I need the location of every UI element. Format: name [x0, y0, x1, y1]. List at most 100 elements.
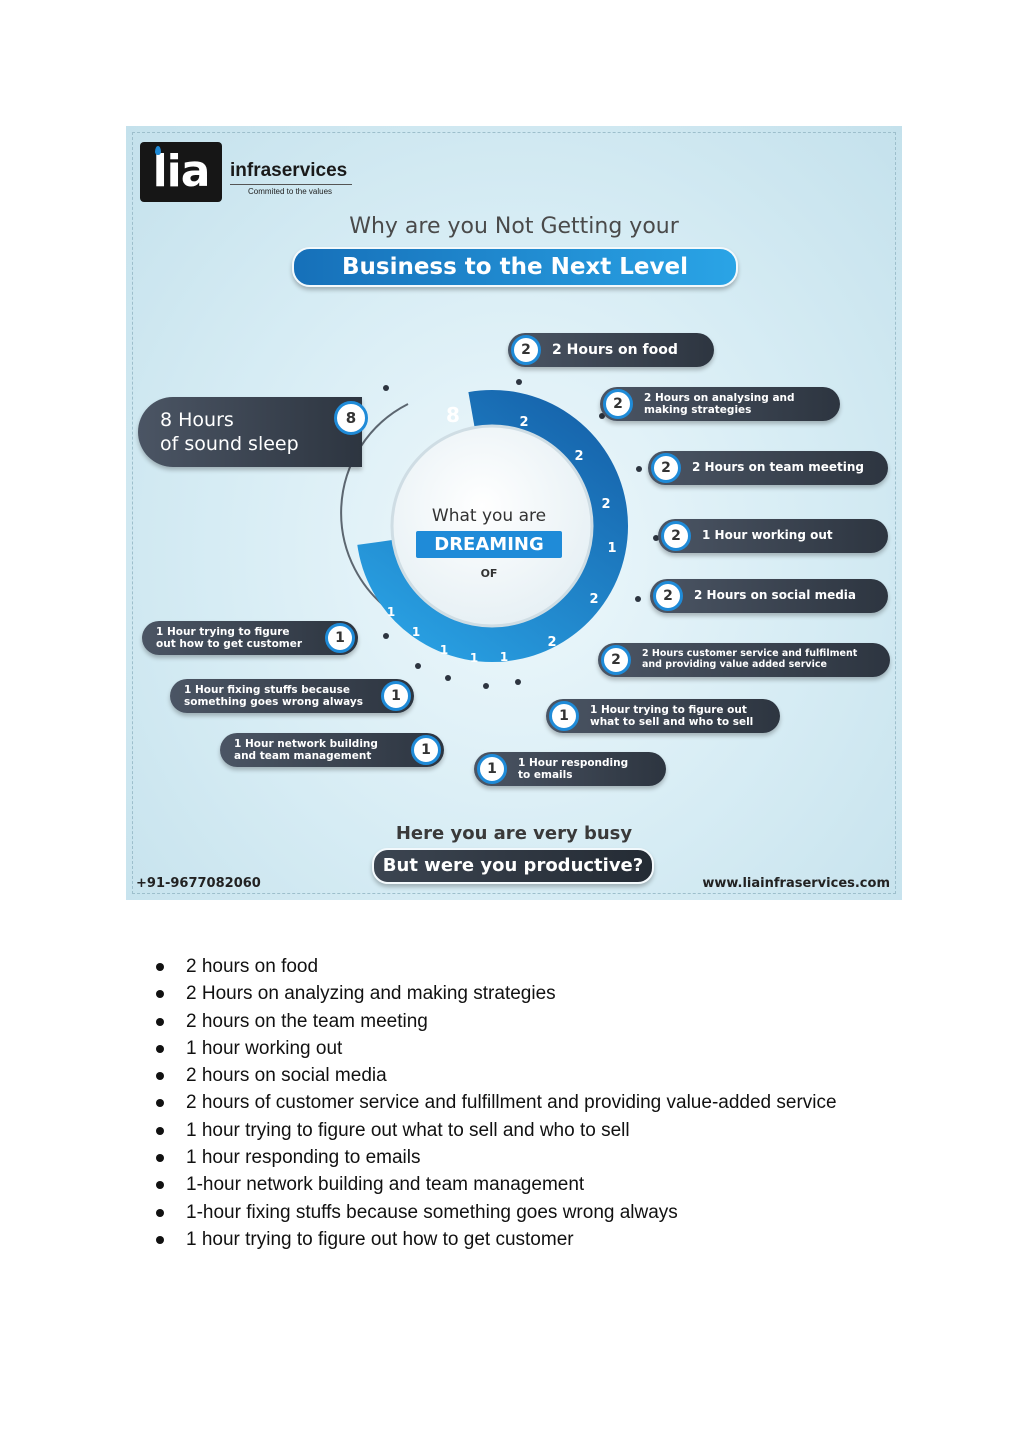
logo-tagline: Commited to the values: [248, 187, 333, 196]
activity-label-line2: to emails: [518, 769, 573, 781]
activity-pill-customer-service: 2 2 Hours customer service and fulfilmen…: [598, 643, 890, 677]
activity-label: 2 Hours on food: [552, 341, 678, 358]
logo-name: infraservices: [230, 160, 348, 181]
list-item-text: 1 hour responding to emails: [186, 1147, 421, 1169]
activity-label: 2 Hours on social media: [694, 588, 857, 603]
time-wheel: 8 2 2 2 1 2 2 1 1 1 1 1: [340, 379, 659, 689]
inner-disc: [390, 424, 594, 628]
list-item-text: 1-hour network building and team managem…: [186, 1174, 585, 1196]
activity-label-line1: 1 Hour network building: [234, 737, 378, 750]
hours-badge: 1: [477, 754, 507, 784]
activity-label: 2 Hours on team meeting: [692, 460, 864, 475]
bullet-icon: [156, 1072, 164, 1081]
logo-drop-icon: [155, 146, 161, 155]
list-item-text: 2 hours of customer service and fulfillm…: [186, 1092, 837, 1114]
wheel-number: 1: [607, 541, 616, 556]
summary-bullet-list: 2 hours on food 2 Hours on analyzing and…: [156, 953, 837, 1253]
center-line2: OF: [480, 567, 498, 580]
list-item-text: 2 hours on food: [186, 956, 319, 977]
hours-badge: 1: [411, 735, 441, 765]
list-item-text: 2 hours on the team meeting: [186, 1010, 428, 1032]
phone-number: +91-9677082060: [136, 876, 261, 891]
hours-badge: 2: [601, 645, 631, 675]
bullet-icon: [156, 1017, 164, 1026]
wheel-number: 1: [470, 651, 478, 665]
hours-badge: 2: [661, 521, 691, 551]
sleep-hours-badge: 8: [334, 401, 368, 435]
hours-badge: 1: [325, 623, 355, 653]
wheel-number: 2: [574, 449, 583, 464]
list-item: 2 hours on the team meeting: [156, 1008, 837, 1035]
wheel-number: 1: [500, 650, 508, 664]
list-item: 1 hour responding to emails: [156, 1144, 837, 1171]
sleep-pill: 8 Hours of sound sleep 8: [138, 397, 368, 467]
activity-pill-food: 2 2 Hours on food: [508, 333, 714, 367]
activity-label-line1: 2 Hours on analysing and: [644, 391, 795, 404]
bullet-icon: [156, 1154, 164, 1163]
bullet-icon: [156, 963, 164, 971]
dreaming-badge: DREAMING: [416, 531, 562, 558]
lia-logo: lia: [140, 142, 222, 202]
wheel-number: 2: [547, 635, 556, 650]
activity-label-line2: what to sell and who to sell: [590, 716, 754, 728]
infographic-poster: lia infraservices Commited to the values…: [126, 126, 902, 900]
list-item: 2 hours on social media: [156, 1062, 837, 1089]
activity-label-line2: and team management: [234, 750, 372, 762]
website-url: www.liainfraservices.com: [702, 876, 890, 891]
hours-badge: 2: [653, 581, 683, 611]
bullet-icon: [156, 990, 164, 999]
activity-label-line1: 1 Hour trying to figure: [156, 625, 290, 638]
list-item: 2 hours of customer service and fulfillm…: [156, 1089, 837, 1116]
hours-badge: 2: [651, 453, 681, 483]
wheel-number: 2: [601, 497, 610, 512]
list-item-text: 1 hour working out: [186, 1037, 343, 1059]
hours-badge: 1: [549, 701, 579, 731]
activity-label-line1: 1 Hour fixing stuffs because: [184, 683, 351, 696]
sleep-line2: of sound sleep: [160, 433, 299, 455]
dashed-frame: [132, 132, 896, 894]
sleep-line1: 8 Hours: [160, 409, 234, 431]
activity-label: 1 Hour working out: [702, 528, 833, 543]
activity-label-line1: 1 Hour responding: [518, 756, 629, 769]
activity-label-line2: out how to get customer: [156, 638, 303, 650]
wheel-number: 8: [446, 403, 460, 427]
list-item-text: 1 hour trying to figure out what to sell…: [186, 1119, 630, 1141]
list-item: 2 hours on food: [156, 953, 837, 980]
title-banner: Business to the Next Level: [292, 247, 738, 287]
activity-label-line1: 2 Hours customer service and fulfilment: [642, 648, 858, 660]
outer-arc-line: [340, 403, 409, 617]
bullet-icon: [156, 1126, 164, 1135]
list-item-text: 2 Hours on analyzing and making strategi…: [186, 983, 556, 1005]
list-item-text: 1 hour trying to figure out how to get c…: [186, 1228, 574, 1250]
list-item: 1-hour network building and team managem…: [156, 1171, 837, 1198]
list-item: 1 hour trying to figure out what to sell…: [156, 1117, 837, 1144]
wheel-number: 1: [387, 605, 395, 619]
activity-label-line2: something goes wrong always: [184, 696, 364, 708]
list-item-text: 1-hour fixing stuffs because something g…: [186, 1201, 678, 1223]
connector-dots: [383, 379, 659, 689]
hours-badge: 2: [603, 389, 633, 419]
activity-pill-social-media: 2 2 Hours on social media: [650, 579, 888, 613]
activity-pill-working-out: 2 1 Hour working out: [658, 519, 888, 553]
bullet-icon: [156, 1181, 164, 1190]
activity-label-line1: 1 Hour trying to figure out: [590, 703, 747, 716]
hours-badge: 1: [381, 681, 411, 711]
activity-label-line2: and providing value added service: [642, 659, 827, 670]
wheel-number: 1: [440, 643, 448, 657]
bullet-icon: [156, 1208, 164, 1217]
hours-badge: 2: [511, 335, 541, 365]
busy-text: Here you are very busy: [395, 823, 633, 844]
wheel-number: 2: [589, 592, 598, 607]
activity-pill-team-meeting: 2 2 Hours on team meeting: [648, 451, 888, 485]
logo-divider: [230, 184, 352, 185]
bullet-icon: [156, 1099, 164, 1108]
center-line1: What you are: [431, 506, 547, 526]
productive-banner: But were you productive?: [372, 848, 654, 884]
blue-ring: [356, 390, 628, 662]
